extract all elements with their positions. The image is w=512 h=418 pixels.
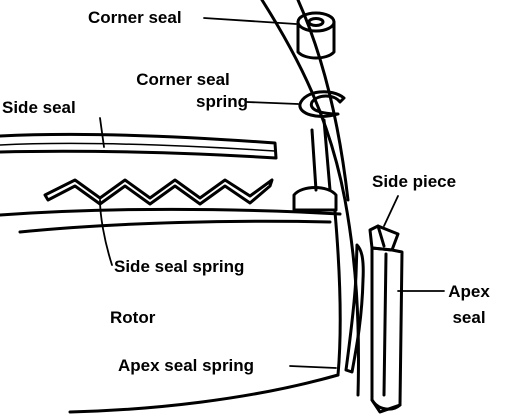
leader-side-seal-spring [99, 199, 113, 266]
label-apex-seal-spring: Apex seal spring [118, 356, 255, 375]
label-side-piece: Side piece [372, 172, 457, 191]
leader-side-seal [99, 117, 105, 148]
label-side-seal: Side seal [2, 98, 76, 117]
label-rotor: Rotor [110, 308, 156, 327]
side-seal-spring [43, 178, 274, 206]
label-corner-seal-spring-line2: spring [196, 92, 248, 111]
leader-side-piece [383, 195, 399, 227]
label-apex-seal-line2: seal [452, 308, 486, 327]
label-side-seal-spring: Side seal spring [114, 257, 245, 276]
rotor-bottom-edge [68, 373, 340, 414]
rotor-top-edge [0, 207, 342, 217]
corner-seal-shape [296, 11, 336, 60]
corner-seal-seat [292, 186, 338, 212]
leader-corner-seal [203, 17, 297, 25]
housing-outer-arc [260, 0, 360, 397]
apex-seal-spring [344, 243, 365, 374]
rotor-face-edge [18, 219, 332, 234]
leader-corner-seal-spring [246, 101, 299, 105]
rotor-flank [333, 210, 342, 377]
label-corner-seal: Corner seal [88, 8, 182, 27]
side-seal-strip [0, 132, 278, 160]
label-apex-seal-line1: Apex [448, 282, 490, 301]
label-corner-seal-spring-line1: Corner seal [136, 70, 230, 89]
corner-seal-spring [298, 90, 346, 118]
leader-apex-seal-spring [289, 365, 337, 369]
